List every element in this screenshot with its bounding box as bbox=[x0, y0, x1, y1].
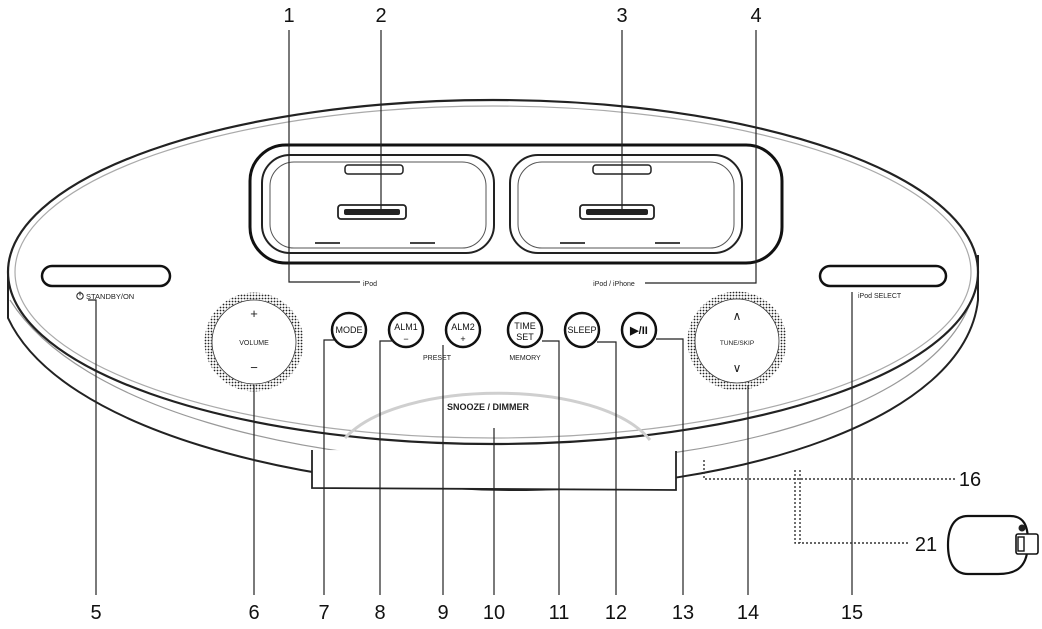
ipod-select-button[interactable] bbox=[818, 264, 948, 288]
play-pause-icon: ▶/II bbox=[629, 325, 648, 337]
tune-skip-knob[interactable] bbox=[687, 291, 787, 391]
ipod-label: iPod bbox=[363, 281, 377, 288]
volume-label: VOLUME bbox=[239, 340, 269, 347]
mode-label: MODE bbox=[336, 325, 363, 335]
mode-button[interactable] bbox=[330, 311, 368, 349]
callout-6: 6 bbox=[248, 602, 259, 624]
callout-7: 7 bbox=[318, 602, 329, 624]
time-sub-label: SET bbox=[516, 332, 534, 342]
alm2-label: ALM2 bbox=[451, 322, 475, 332]
ipod-iphone-label: iPod / iPhone bbox=[593, 281, 635, 288]
power-icon bbox=[76, 291, 84, 300]
leader-lines bbox=[88, 30, 955, 595]
callout-3: 3 bbox=[616, 5, 627, 27]
sleep-button[interactable] bbox=[563, 311, 601, 349]
volume-minus: − bbox=[250, 360, 258, 375]
alm1-sub-label: − bbox=[403, 334, 408, 344]
ipod-select-label: iPod SELECT bbox=[858, 293, 902, 300]
memory-label: MEMORY bbox=[509, 355, 541, 362]
callout-16: 16 bbox=[959, 469, 981, 491]
arrow-up-icon: ∧ bbox=[733, 309, 742, 323]
time-label: TIME bbox=[514, 321, 536, 331]
time-set-button[interactable] bbox=[506, 311, 544, 349]
alm2-button[interactable] bbox=[444, 311, 482, 349]
callout-1: 1 bbox=[283, 5, 294, 27]
dock-connector-icon bbox=[337, 204, 407, 220]
standby-button[interactable] bbox=[40, 264, 172, 288]
volume-plus: + bbox=[250, 306, 258, 321]
callout-9: 9 bbox=[437, 602, 448, 624]
play-pause-button[interactable] bbox=[620, 311, 658, 349]
callout-10: 10 bbox=[483, 602, 505, 624]
callout-4: 4 bbox=[750, 5, 761, 27]
dock-connector-icon bbox=[579, 204, 655, 220]
preset-label: PRESET bbox=[423, 355, 452, 362]
callout-15: 15 bbox=[841, 602, 863, 624]
callout-12: 12 bbox=[605, 602, 627, 624]
tune-skip-label: TUNE/SKIP bbox=[720, 340, 754, 347]
standby-label: STANDBY/ON bbox=[86, 292, 134, 301]
dock-area bbox=[248, 143, 784, 265]
alm1-button[interactable] bbox=[387, 311, 425, 349]
callout-5: 5 bbox=[90, 602, 101, 624]
alm1-label: ALM1 bbox=[394, 322, 418, 332]
snooze-dimmer-label: SNOOZE / DIMMER bbox=[447, 402, 530, 412]
callout-21: 21 bbox=[915, 534, 937, 556]
callout-2: 2 bbox=[375, 5, 386, 27]
arrow-down-icon: ∨ bbox=[733, 361, 742, 375]
callout-14: 14 bbox=[737, 602, 759, 624]
volume-knob[interactable] bbox=[204, 292, 304, 392]
alm2-sub-label: + bbox=[460, 334, 465, 344]
callout-8: 8 bbox=[374, 602, 385, 624]
remote-control bbox=[946, 514, 1039, 576]
callout-11: 11 bbox=[549, 602, 570, 624]
sleep-label: SLEEP bbox=[567, 325, 596, 335]
callout-13: 13 bbox=[672, 602, 694, 624]
